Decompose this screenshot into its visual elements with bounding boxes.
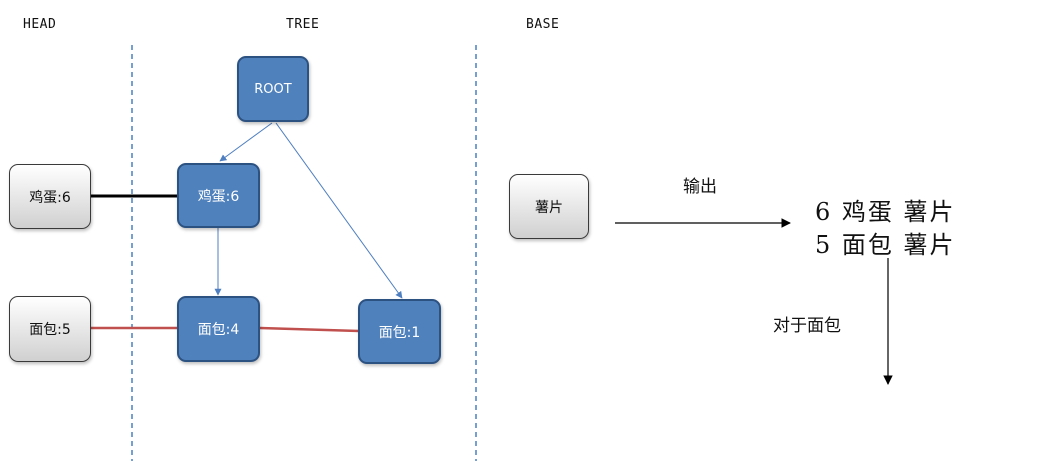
head-node-bread: 面包:5 — [9, 296, 91, 362]
for-bread-caption: 对于面包 — [773, 316, 841, 336]
output-line-1: 6 鸡蛋 薯片 — [815, 198, 956, 226]
tree-node-bread-right: 面包:1 — [358, 299, 441, 364]
link-bread-left-right — [259, 326, 360, 333]
base-node-chips: 薯片 — [509, 174, 589, 239]
output-caption: 输出 — [683, 177, 717, 197]
edge-root-egg — [219, 122, 273, 162]
edge-root-bread-right — [275, 122, 403, 299]
column-label-base: BASE — [526, 17, 560, 32]
output-line-2: 5 面包 薯片 — [815, 231, 956, 259]
tree-node-root: ROOT — [237, 56, 309, 122]
column-label-head: HEAD — [23, 17, 57, 32]
tree-node-egg: 鸡蛋:6 — [177, 163, 260, 228]
head-node-egg: 鸡蛋:6 — [9, 164, 91, 229]
column-label-tree: TREE — [286, 17, 320, 32]
tree-node-bread-left: 面包:4 — [177, 296, 260, 362]
